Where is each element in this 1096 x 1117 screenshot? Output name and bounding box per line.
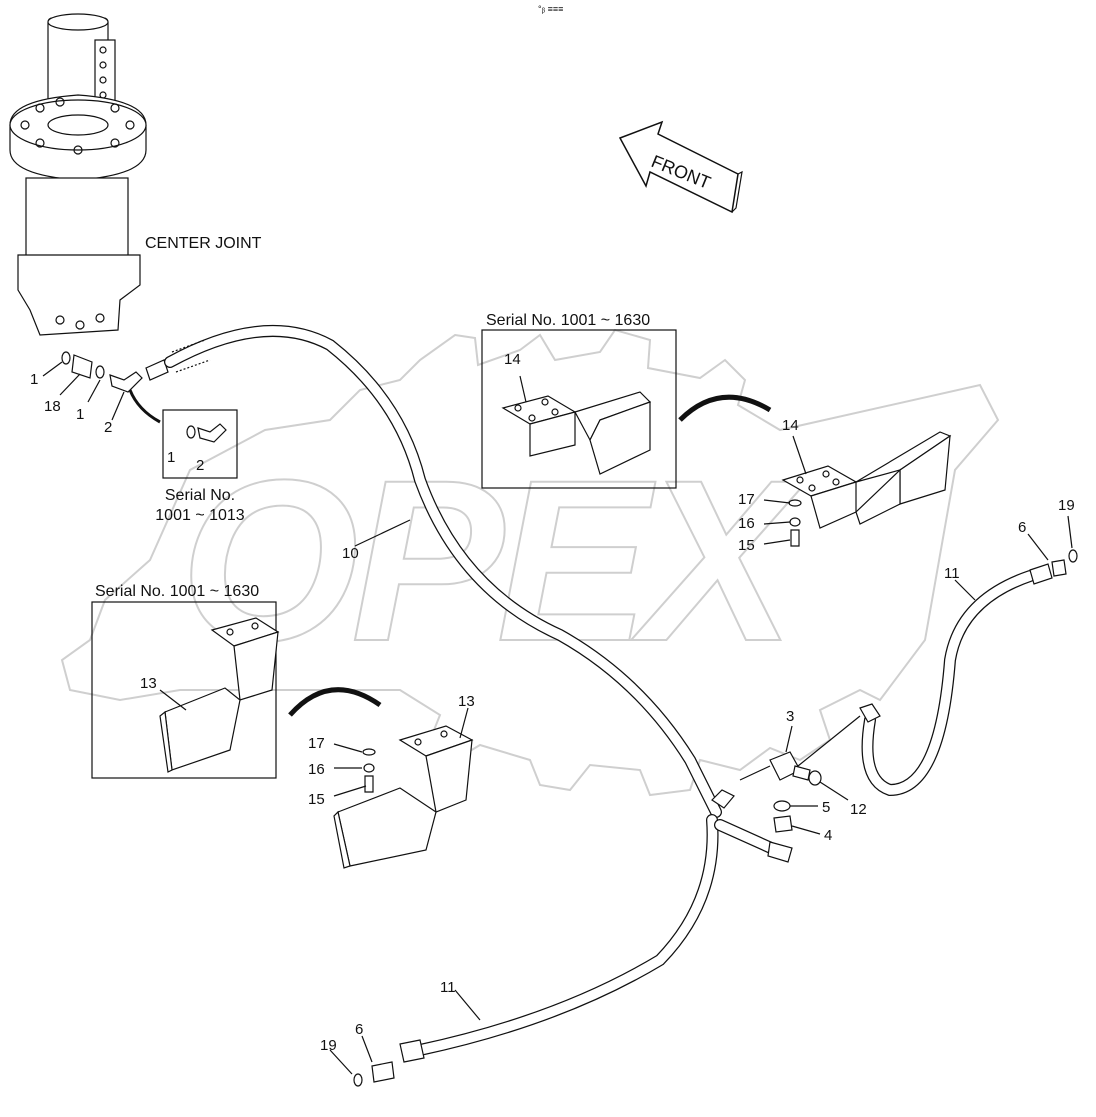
callout-2-inset: 2 (196, 457, 204, 474)
inset-box-small (162, 409, 238, 479)
header-code: °ᵦ ≡≡≡ (538, 4, 563, 14)
watermark-logo: OPEX (60, 328, 1000, 797)
callout-17a: 17 (738, 491, 755, 508)
inset-box-top (481, 329, 677, 489)
callout-14-inset: 14 (504, 351, 521, 368)
watermark-gear (60, 328, 1000, 797)
leader-lines (42, 361, 1073, 1075)
hose-10 (164, 324, 722, 818)
serial-left-label: Serial No. 1001 ~ 1630 (95, 583, 259, 600)
inset-arrow-small (128, 389, 161, 424)
callout-13: 13 (458, 693, 475, 710)
fittings-top-left (61, 351, 227, 443)
watermark-text: OPEX (180, 432, 807, 689)
bracket-13 (333, 725, 474, 869)
callout-14: 14 (782, 417, 799, 434)
callout-1a: 1 (30, 371, 38, 388)
callout-12: 12 (850, 801, 867, 818)
hose-11-right (859, 549, 1078, 797)
serial-small-line1: Serial No. (165, 487, 235, 504)
callout-3: 3 (786, 708, 794, 725)
callout-16b: 16 (308, 761, 325, 778)
callout-10: 10 (342, 545, 359, 562)
inset-arrow-left (288, 687, 382, 717)
callout-19a: 19 (1058, 497, 1075, 514)
callout-15b: 15 (308, 791, 325, 808)
callout-19b: 19 (320, 1037, 337, 1054)
callout-2: 2 (104, 419, 112, 436)
callout-1b: 1 (76, 406, 84, 423)
callout-13-inset: 13 (140, 675, 157, 692)
serial-small-line2: 1001 ~ 1013 (155, 507, 245, 524)
tee-fitting (739, 715, 861, 833)
callout-17b: 17 (308, 735, 325, 752)
callout-1-inset: 1 (167, 449, 175, 466)
callout-6a: 6 (1018, 519, 1026, 536)
hose-11-bottom (353, 789, 793, 1087)
callout-16a: 16 (738, 515, 755, 532)
callout-15a: 15 (738, 537, 755, 554)
center-joint (9, 13, 147, 336)
bracket-14 (781, 431, 952, 547)
callout-11a: 11 (944, 565, 960, 582)
bracket-14-inset (501, 391, 652, 475)
callout-4: 4 (824, 827, 832, 844)
center-joint-label: CENTER JOINT (145, 235, 262, 252)
callout-6b: 6 (355, 1021, 363, 1038)
front-arrow: FRONT (618, 120, 743, 214)
callout-18: 18 (44, 398, 61, 415)
callout-11b: 11 (440, 979, 456, 996)
callout-numbers: 1 18 1 2 1 2 10 14 14 17 16 15 19 6 11 1… (30, 351, 1075, 1054)
inset-box-left (91, 601, 277, 779)
callout-5: 5 (822, 799, 830, 816)
serial-top-label: Serial No. 1001 ~ 1630 (486, 312, 650, 329)
inset-arrow-top (678, 394, 772, 422)
